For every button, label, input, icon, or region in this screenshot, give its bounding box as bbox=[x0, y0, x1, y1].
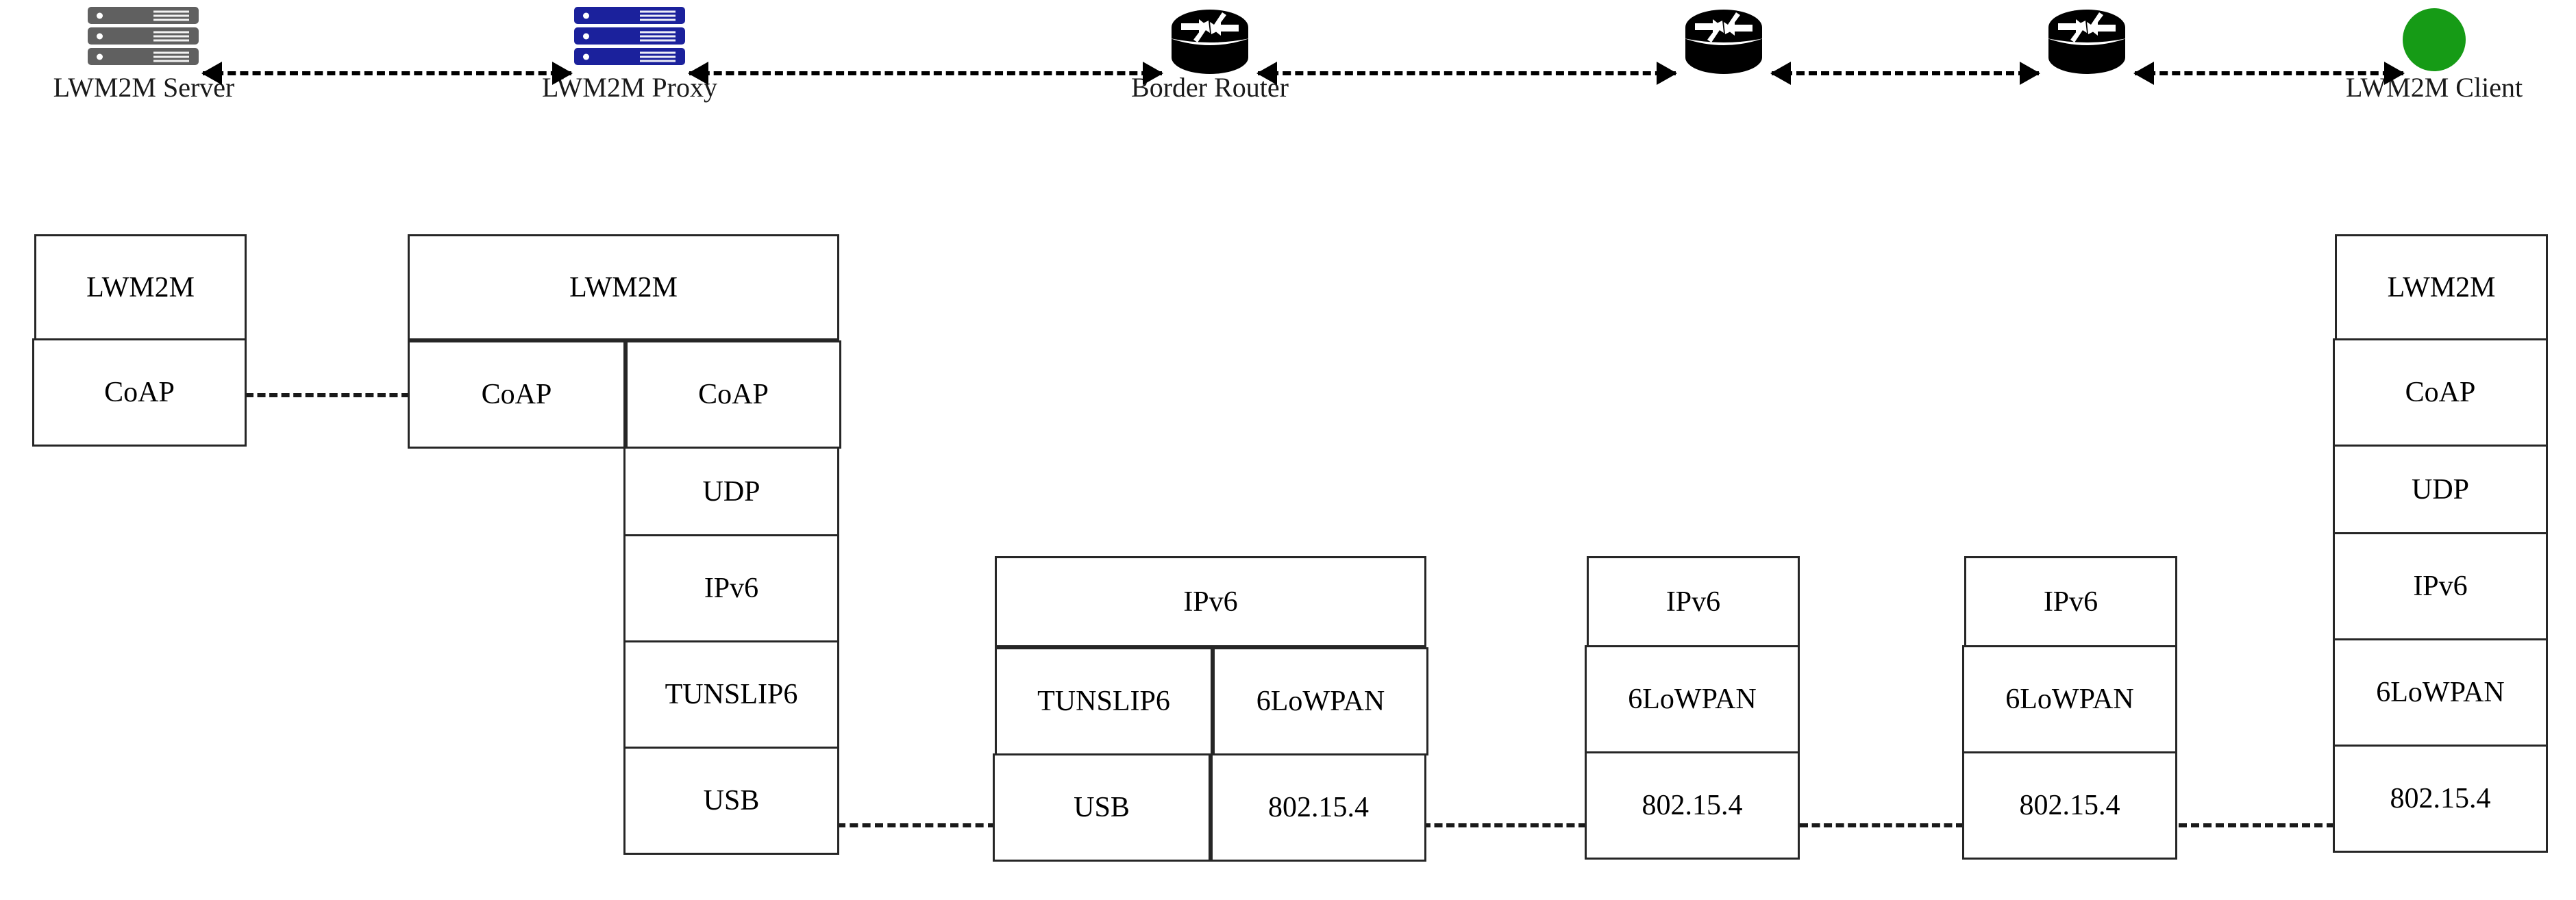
stack-cell-ipv6[interactable]: IPv6 bbox=[2333, 532, 2548, 640]
arrow-left-icon bbox=[1256, 62, 1277, 85]
link-proxy-border-router bbox=[688, 62, 1163, 85]
stack-cell-tunslip6[interactable]: TUNSLIP6 bbox=[995, 647, 1213, 755]
stack-cell-usb[interactable]: USB bbox=[623, 747, 839, 855]
arrow-right-icon bbox=[1657, 62, 1677, 85]
arrow-right-icon bbox=[2384, 62, 2405, 85]
router-icon bbox=[1170, 10, 1250, 74]
arrow-right-icon bbox=[2020, 62, 2040, 85]
stack-router-3: IPv6 6LoWPAN 802.15.4 bbox=[1962, 556, 2177, 860]
server-rack-icon bbox=[88, 7, 199, 66]
node-router-2[interactable] bbox=[1679, 1, 1769, 78]
link-server-proxy bbox=[201, 62, 573, 85]
stack-cell-6lowpan[interactable]: 6LoWPAN bbox=[1962, 645, 2177, 753]
arrow-left-icon bbox=[2133, 62, 2154, 85]
stack-cell-ipv6[interactable]: IPv6 bbox=[1964, 556, 2177, 647]
stack-cell-802154[interactable]: 802.15.4 bbox=[1585, 751, 1800, 860]
router-icon bbox=[2047, 10, 2127, 74]
link-router-2-router-3 bbox=[1770, 62, 2040, 85]
stack-left-column: TUNSLIP6 USB bbox=[993, 647, 1213, 862]
stack-cell-coap[interactable]: CoAP bbox=[32, 338, 247, 447]
stack-cell-coap-left[interactable]: CoAP bbox=[408, 340, 626, 449]
node-label-border-router: Border Router bbox=[1131, 72, 1289, 103]
node-border-router[interactable] bbox=[1165, 1, 1255, 78]
stack-split-row: CoAP CoAP UDP IPv6 TUNSLIP6 USB bbox=[408, 340, 841, 855]
arrow-right-icon bbox=[1143, 62, 1163, 85]
stack-cell-udp[interactable]: UDP bbox=[2333, 445, 2548, 534]
stack-cell-coap[interactable]: CoAP bbox=[2333, 338, 2548, 447]
arrow-right-icon bbox=[552, 62, 573, 85]
link-router-3-client bbox=[2133, 62, 2405, 85]
stack-cell-ipv6[interactable]: IPv6 bbox=[623, 534, 839, 642]
peer-link-coap bbox=[245, 393, 410, 397]
stack-cell-802154[interactable]: 802.15.4 bbox=[1962, 751, 2177, 860]
node-label-lwm2m-server: LWM2M Server bbox=[53, 72, 235, 103]
stack-right-column: CoAP UDP IPv6 TUNSLIP6 USB bbox=[623, 340, 841, 855]
stack-left-column: CoAP bbox=[408, 340, 626, 855]
router-icon bbox=[1684, 10, 1763, 74]
node-label-lwm2m-proxy: LWM2M Proxy bbox=[542, 72, 717, 103]
stack-cell-6lowpan[interactable]: 6LoWPAN bbox=[1585, 645, 1800, 753]
node-label-lwm2m-client: LWM2M Client bbox=[2345, 72, 2523, 103]
stack-cell-802154[interactable]: 802.15.4 bbox=[1211, 753, 1426, 862]
stack-cell-coap-right[interactable]: CoAP bbox=[626, 340, 841, 449]
peer-link-802154-c bbox=[2179, 823, 2335, 827]
stack-cell-ipv6[interactable]: IPv6 bbox=[1587, 556, 1800, 647]
stack-cell-usb[interactable]: USB bbox=[993, 753, 1211, 862]
peer-link-usb bbox=[837, 823, 996, 827]
stack-cell-udp[interactable]: UDP bbox=[623, 447, 839, 536]
stack-cell-6lowpan[interactable]: 6LoWPAN bbox=[2333, 638, 2548, 747]
stack-server: LWM2M CoAP bbox=[32, 234, 247, 447]
stack-split-row: TUNSLIP6 USB 6LoWPAN 802.15.4 bbox=[993, 647, 1428, 862]
stack-cell-lwm2m[interactable]: LWM2M bbox=[34, 234, 247, 340]
stack-cell-lwm2m[interactable]: LWM2M bbox=[2335, 234, 2548, 340]
peer-link-802154-a bbox=[1422, 823, 1587, 827]
stack-cell-tunslip6[interactable]: TUNSLIP6 bbox=[623, 640, 839, 749]
peer-link-802154-b bbox=[1800, 823, 1964, 827]
stack-cell-lwm2m[interactable]: LWM2M bbox=[408, 234, 839, 340]
stack-cell-802154[interactable]: 802.15.4 bbox=[2333, 745, 2548, 853]
arrow-left-icon bbox=[688, 62, 708, 85]
stack-proxy: LWM2M CoAP CoAP UDP IPv6 TUNSLIP6 USB bbox=[408, 234, 841, 855]
circle-node-icon bbox=[2403, 8, 2466, 71]
arrow-left-icon bbox=[201, 62, 222, 85]
node-router-3[interactable] bbox=[2042, 1, 2132, 78]
stack-router-2: IPv6 6LoWPAN 802.15.4 bbox=[1585, 556, 1800, 860]
server-rack-icon bbox=[574, 7, 685, 66]
stack-right-column: 6LoWPAN 802.15.4 bbox=[1211, 647, 1428, 862]
stack-border-router: IPv6 TUNSLIP6 USB 6LoWPAN 802.15.4 bbox=[993, 556, 1428, 862]
stack-client: LWM2M CoAP UDP IPv6 6LoWPAN 802.15.4 bbox=[2333, 234, 2548, 853]
arrow-left-icon bbox=[1770, 62, 1791, 85]
stack-cell-ipv6[interactable]: IPv6 bbox=[995, 556, 1426, 647]
stack-cell-6lowpan[interactable]: 6LoWPAN bbox=[1213, 647, 1428, 755]
link-border-router-router-2 bbox=[1256, 62, 1677, 85]
